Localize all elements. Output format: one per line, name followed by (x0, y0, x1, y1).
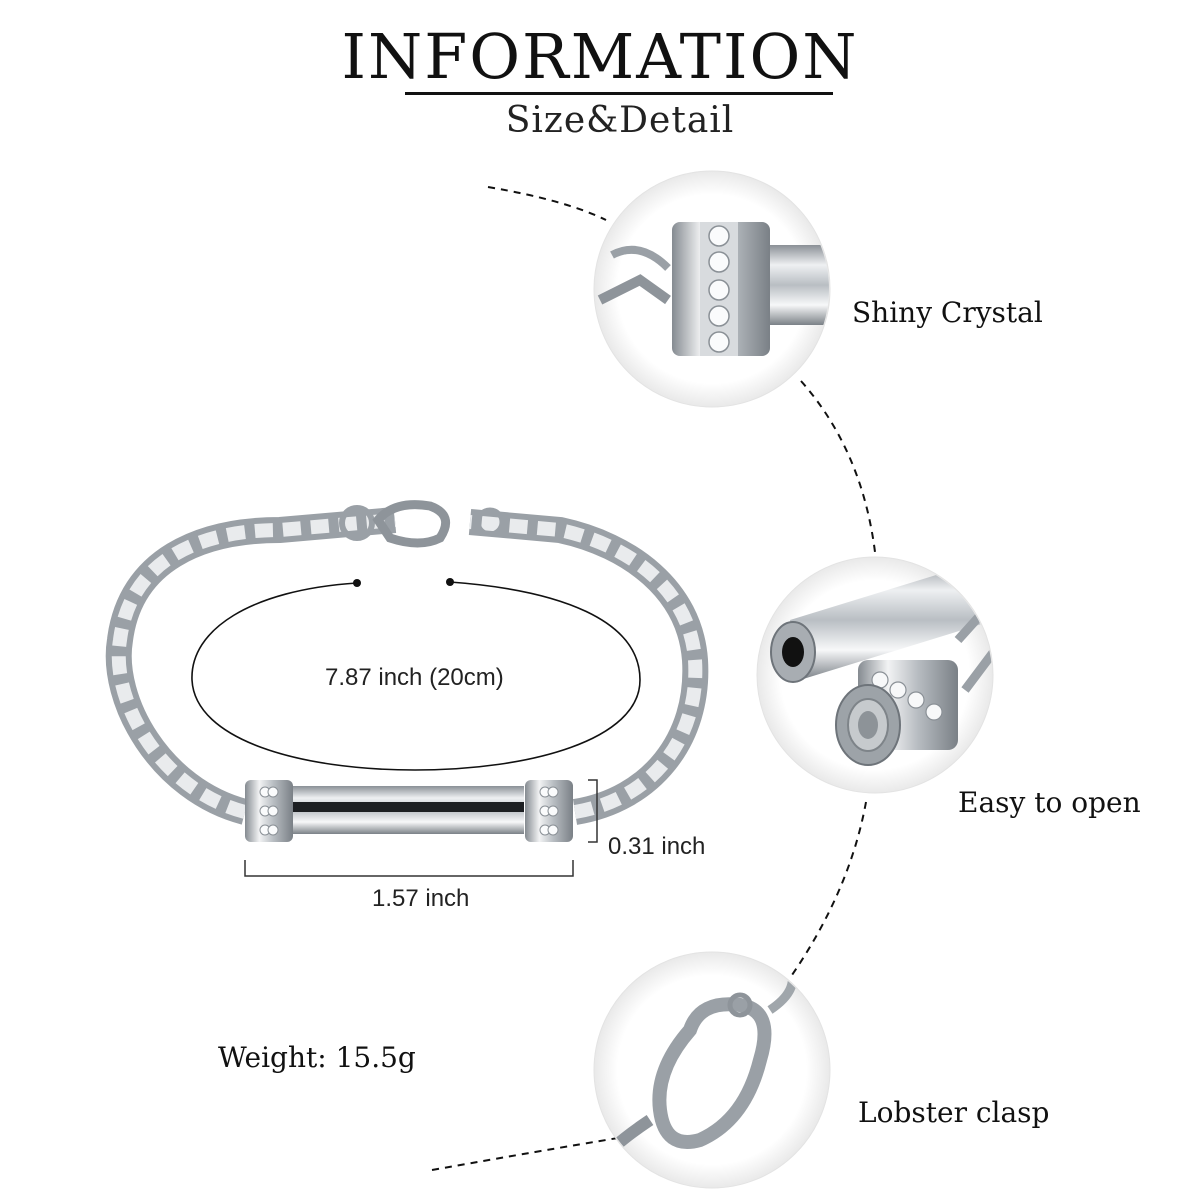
page-title: INFORMATION (341, 20, 859, 93)
lobster-clasp-closeup-icon (593, 951, 831, 1189)
bracelet-clasp-icon (339, 500, 505, 548)
feature-label-shiny-crystal: Shiny Crystal (852, 296, 1043, 329)
weight-label: Weight: 15.5g (218, 1041, 416, 1074)
dimension-bracket (244, 779, 598, 877)
length-indicator (191, 578, 641, 771)
title-underline (405, 92, 833, 95)
bracelet-chain (105, 507, 709, 825)
page-subtitle: Size&Detail (505, 100, 735, 141)
feature-label-lobster-clasp: Lobster clasp (858, 1096, 1050, 1129)
dashed-connector (431, 186, 876, 1171)
bar-height-label: 0.31 inch (608, 833, 706, 860)
urn-tube-icon (245, 780, 573, 842)
crystal-closeup-icon (593, 170, 831, 408)
threaded-tube-closeup-icon (756, 556, 994, 794)
length-label: 7.87 inch (20cm) (325, 664, 504, 691)
feature-label-easy-to-open: Easy to open (958, 786, 1141, 819)
bar-width-label: 1.57 inch (372, 885, 470, 912)
